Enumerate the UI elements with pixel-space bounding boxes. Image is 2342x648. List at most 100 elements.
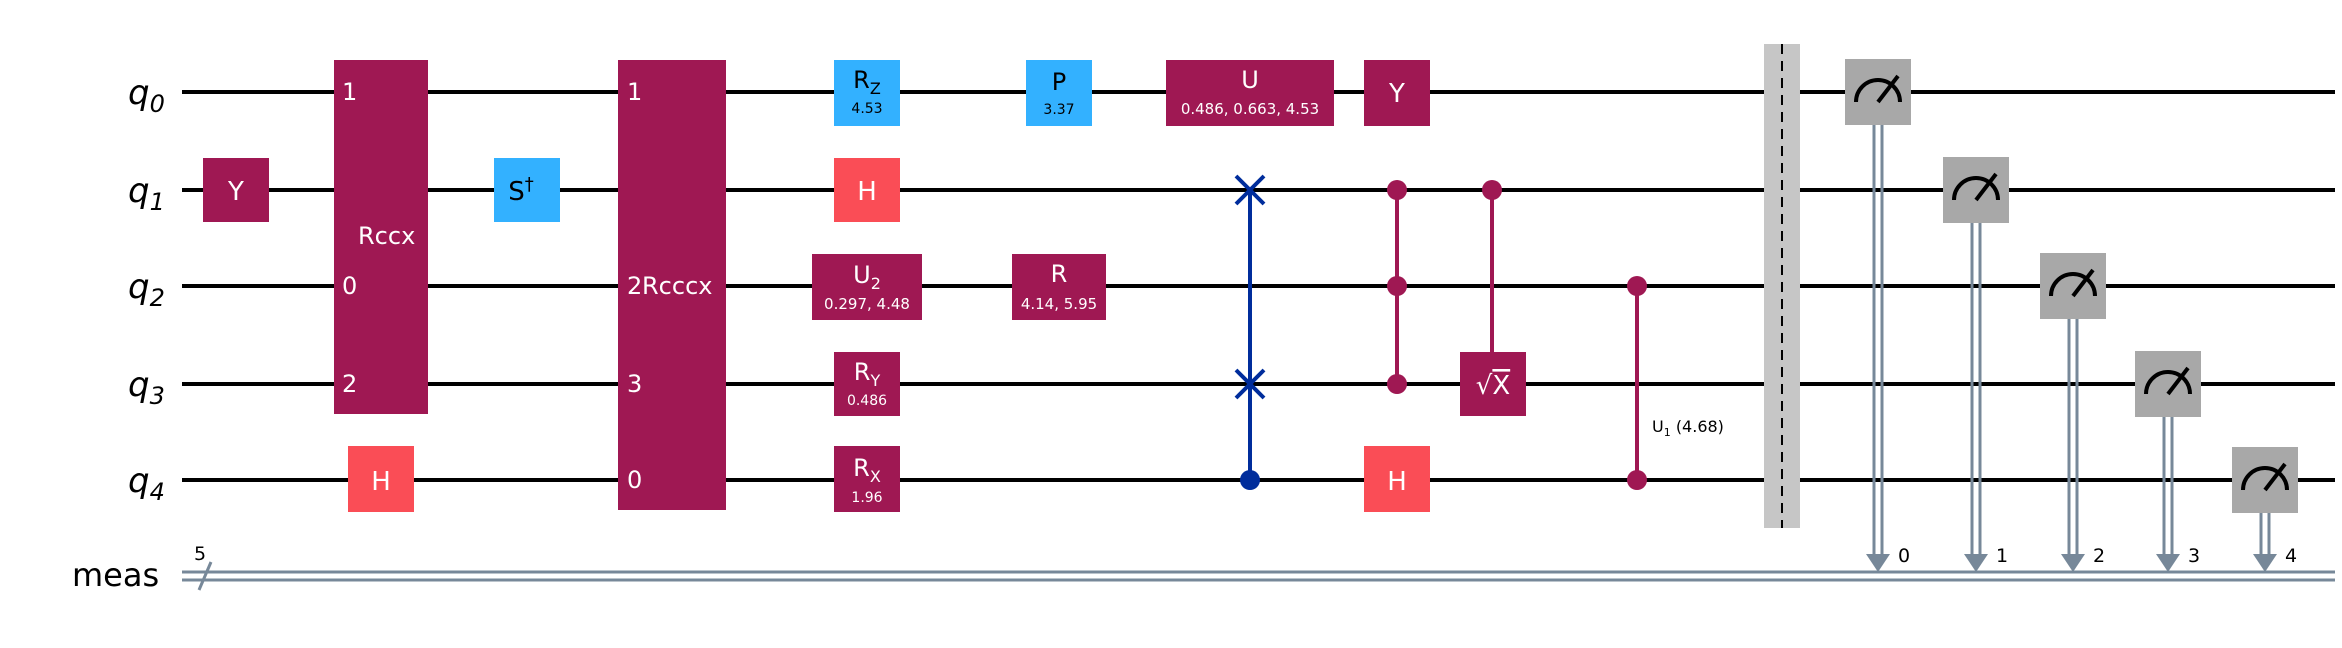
- gate-u-q0: U 0.486, 0.663, 4.53: [1166, 60, 1334, 126]
- gate-r-q2: R 4.14, 5.95: [1012, 254, 1106, 320]
- svg-text:1.96: 1.96: [851, 490, 882, 506]
- svg-text:3.37: 3.37: [1043, 102, 1074, 118]
- measure-box: [2232, 447, 2298, 513]
- gate-rcccx: Rcccx 1 2 3 0: [618, 60, 726, 510]
- measure-gate-q1: 1: [1943, 157, 2009, 572]
- rcccx-pin-1: 2: [627, 272, 642, 300]
- csx-control-dot: [1482, 180, 1502, 200]
- rccx-label: Rccx: [358, 222, 415, 250]
- measure-arrow: [2156, 554, 2180, 572]
- svg-text:0.486, 0.663, 4.53: 0.486, 0.663, 4.53: [1181, 100, 1319, 118]
- svg-text:0.297, 4.48: 0.297, 4.48: [824, 295, 910, 313]
- gate-h-q4: H: [348, 446, 414, 512]
- measure-arrow: [1866, 554, 1890, 572]
- label-q0: q0: [128, 73, 165, 118]
- measure-index-label: 1: [1996, 545, 2008, 567]
- cu1-label: U1 (4.68): [1652, 417, 1724, 439]
- meter-icon: [1952, 176, 2000, 201]
- measure-arrow: [2253, 554, 2277, 572]
- label-q1: q1: [128, 171, 165, 216]
- meter-icon: [2049, 272, 2097, 297]
- gate-rccx: Rccx 1 0 2: [334, 60, 428, 414]
- meter-icon: [2241, 466, 2289, 491]
- svg-text:0.486: 0.486: [847, 393, 887, 409]
- meter-icon: [2144, 370, 2192, 395]
- swap-x-q3-b: [1234, 368, 1266, 400]
- rccx-pin-2: 2: [342, 370, 357, 398]
- measure-arrow: [1964, 554, 1988, 572]
- measure-index-label: 2: [2093, 545, 2105, 567]
- svg-text:RX: RX: [853, 454, 881, 486]
- svg-text:H: H: [1387, 467, 1407, 497]
- swap-control-dot-q4: [1240, 470, 1260, 490]
- wire-labels: q0 q1 q2 q3 q4 meas: [72, 73, 165, 594]
- label-q4: q4: [128, 461, 165, 506]
- measure-box: [1943, 157, 2009, 223]
- gate-h-q4-b: H: [1364, 446, 1430, 512]
- svg-text:U2: U2: [853, 261, 881, 293]
- label-q2: q2: [128, 267, 165, 312]
- measure-gate-q3: 3: [2135, 351, 2201, 572]
- cu1-dot-q4: [1627, 470, 1647, 490]
- classical-wire: [182, 570, 2335, 582]
- measure-index-label: 3: [2188, 545, 2200, 567]
- controlled-u1-gate: U1 (4.68): [1627, 276, 1724, 490]
- svg-text:RY: RY: [854, 358, 881, 390]
- measure-gate-q2: 2: [2040, 253, 2106, 572]
- measure-index-label: 4: [2285, 545, 2297, 567]
- gate-rx-q4: RX 1.96: [834, 446, 900, 512]
- gate-y-q0: Y: [1364, 60, 1430, 126]
- svg-text:4.14, 5.95: 4.14, 5.95: [1021, 295, 1097, 313]
- measurements: 0 1 2 3 4: [1845, 59, 2298, 572]
- svg-text:R: R: [1051, 260, 1068, 288]
- label-meas: meas: [72, 556, 159, 594]
- ccz-dot-q3: [1387, 374, 1407, 394]
- measure-box: [2135, 351, 2201, 417]
- gate-p-q0: P 3.37: [1026, 60, 1092, 126]
- swap-gate: [1234, 174, 1266, 480]
- measure-box: [1845, 59, 1911, 125]
- measure-gate-q0: 0: [1845, 59, 1911, 572]
- barrier: [1764, 44, 1800, 528]
- label-q3: q3: [128, 365, 165, 410]
- sx-box: [1460, 352, 1526, 416]
- ccz-dot-q2: [1387, 276, 1407, 296]
- rcccx-label: Rcccx: [642, 272, 712, 300]
- gate-rz-q0: RZ 4.53: [834, 60, 900, 126]
- controlled-sx-gate: √X: [1460, 180, 1526, 416]
- measure-gate-q4: 4: [2232, 447, 2298, 572]
- measure-box: [2040, 253, 2106, 319]
- rccx-pin-0: 1: [342, 78, 357, 106]
- ccz-gate: [1387, 180, 1407, 394]
- svg-text:RZ: RZ: [853, 66, 881, 98]
- quantum-wires: [182, 90, 2335, 482]
- svg-text:√X: √X: [1476, 371, 1510, 401]
- measure-index-label: 0: [1898, 545, 1910, 567]
- gate-u2-q2: U2 0.297, 4.48: [812, 254, 922, 320]
- classical-bundle-slash: [197, 561, 213, 591]
- classical-bundle-size: 5: [194, 543, 206, 565]
- measure-arrow: [2061, 554, 2085, 572]
- ccz-dot-q1: [1387, 180, 1407, 200]
- svg-text:Y: Y: [227, 177, 244, 207]
- gate-y-q1: Y: [203, 158, 269, 222]
- svg-text:4.53: 4.53: [851, 101, 882, 117]
- rcccx-pin-3: 0: [627, 466, 642, 494]
- rccx-pin-1: 0: [342, 272, 357, 300]
- svg-text:H: H: [371, 467, 391, 497]
- svg-text:H: H: [857, 177, 877, 207]
- meter-icon: [1854, 78, 1902, 103]
- gate-ry-q3: RY 0.486: [834, 352, 900, 416]
- rcccx-pin-0: 1: [627, 78, 642, 106]
- gate-h-q1: H: [834, 158, 900, 222]
- gate-sdg-q1: S†: [494, 158, 560, 222]
- svg-text:Y: Y: [1388, 79, 1405, 109]
- swap-x-q1-b: [1234, 174, 1266, 206]
- svg-text:S†: S†: [508, 174, 534, 207]
- rcccx-pin-2: 3: [627, 370, 642, 398]
- svg-text:U: U: [1241, 66, 1259, 94]
- svg-text:P: P: [1052, 68, 1066, 96]
- cu1-dot-q2: [1627, 276, 1647, 296]
